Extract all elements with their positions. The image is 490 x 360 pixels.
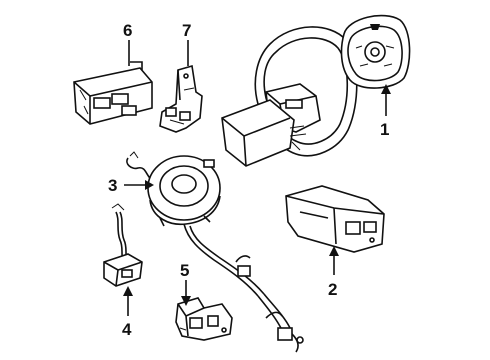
part-1-airbag-module — [340, 14, 411, 89]
part-4-sensor — [103, 203, 143, 287]
callout-3: 3 — [108, 176, 117, 195]
arrow-2 — [329, 246, 339, 256]
callout-2: 2 — [328, 280, 337, 299]
callout-7: 7 — [182, 21, 191, 40]
callout-1: 1 — [380, 120, 389, 139]
arrow-3 — [145, 180, 154, 190]
part-7-bracket — [159, 64, 203, 133]
part-2-passenger-airbag — [285, 185, 385, 253]
part-3-clockspring — [126, 151, 221, 227]
callout-5: 5 — [180, 261, 189, 280]
wiring-harness — [183, 223, 304, 353]
steering-wheel — [221, 26, 358, 167]
arrow-1 — [381, 84, 391, 94]
arrow-5 — [181, 296, 191, 306]
callout-6: 6 — [123, 21, 132, 40]
part-5-sensor-bracket — [175, 297, 233, 341]
callout-4: 4 — [122, 320, 132, 339]
arrow-4 — [123, 286, 133, 296]
part-6-control-module — [73, 61, 153, 125]
